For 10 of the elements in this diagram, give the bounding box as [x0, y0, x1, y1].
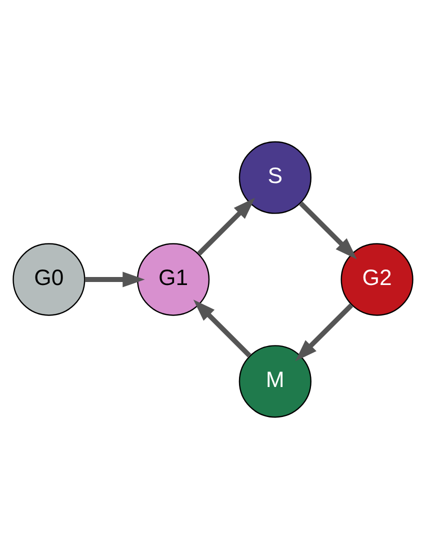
node-circle: G0 [12, 242, 86, 316]
arrow [197, 197, 256, 256]
node-circle: S [238, 140, 312, 214]
arrow [193, 299, 252, 357]
node-circle: G2 [340, 242, 414, 316]
node-circle: G1 [136, 242, 210, 316]
arrow [84, 271, 145, 287]
arrow [295, 302, 354, 361]
node-circle: M [238, 344, 312, 418]
arrow [299, 201, 357, 259]
